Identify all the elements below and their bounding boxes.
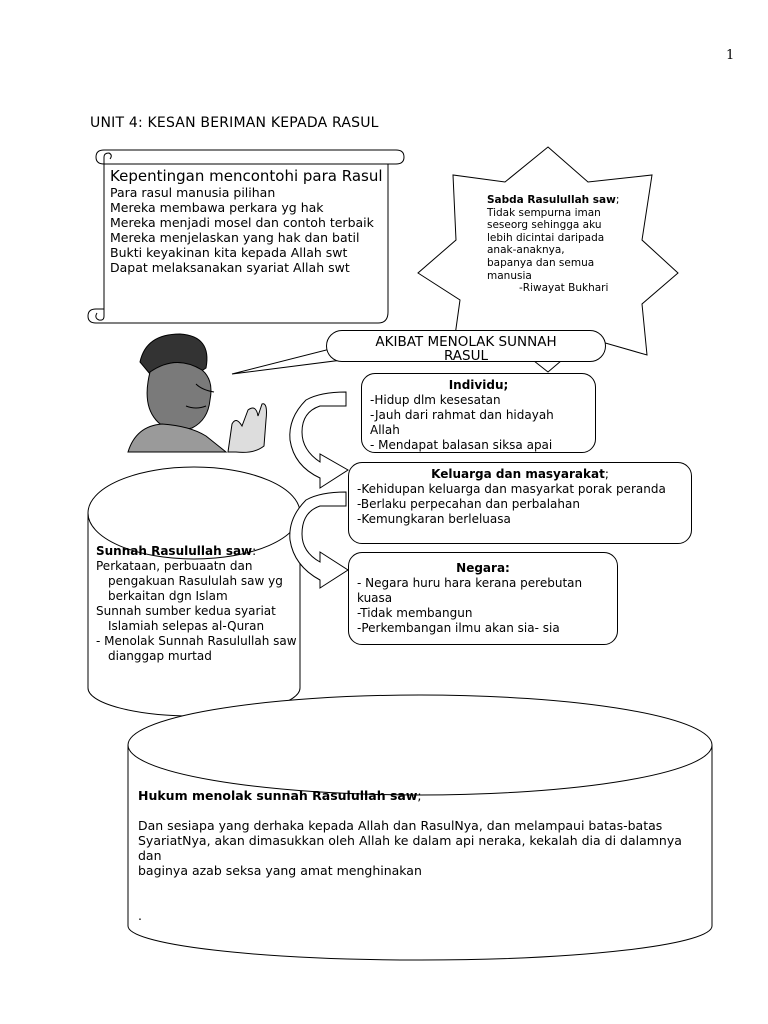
keluarga-heading-suffix: ; [604,467,609,481]
curved-arrows [289,391,349,589]
negara-line: - Negara huru hara kerana perebutan kuas… [357,576,583,605]
star-heading: Sabda Rasulullah saw [487,194,616,206]
sunnah-line: Perkataan, perbuaatn dan [96,559,253,573]
scroll-line: Mereka menjadi mosel dan contoh terbaik [110,215,374,230]
hukum-heading: Hukum menolak sunnah Rasulullah saw [138,788,418,803]
akibat-callout: AKIBAT MENOLAK SUNNAH RASUL [326,330,606,362]
hukum-body: Dan sesiapa yang derhaka kepada Allah da… [138,818,682,863]
scroll-shape [87,149,405,324]
star-shape [417,146,679,373]
star-line: Tidak sempurna iman [487,206,601,219]
sunnah-line: Islamiah selepas al-Quran [108,619,265,633]
hukum-content: Hukum menolak sunnah Rasulullah saw; Dan… [138,788,698,923]
akibat-line: AKIBAT MENOLAK SUNNAH [375,334,557,350]
callout-tail [231,345,343,375]
sunnah-content: Sunnah Rasulullah saw: Perkataan, perbua… [96,544,306,664]
sunnah-line: dianggap murtad [108,649,212,663]
individu-line: - Mendapat balasan siksa apai [370,438,553,452]
individu-box: Individu; -Hidup dlm kesesatan -Jauh dar… [361,373,596,453]
scroll-line: Bukti keyakinan kita kepada Allah swt [110,245,348,260]
star-source: -Riwayat Bukhari [519,282,609,295]
sunnah-line: - Menolak Sunnah Rasulullah saw [96,634,297,648]
negara-line: -Tidak membangun [357,606,473,620]
individu-line: -Hidup dlm kesesatan [370,393,501,407]
scroll-heading: Kepentingan mencontohi para Rasul [110,167,383,185]
star-line: seseorg sehingga aku [487,219,602,232]
star-line: lebih dicintai daripada [487,231,605,244]
star-line: anak-anaknya, [487,244,565,257]
negara-line: -Perkembangan ilmu akan sia- sia [357,621,560,635]
cylinder-sunnah [87,466,301,717]
keluarga-line: -Berlaku perpecahan dan perbalahan [357,497,580,511]
keluarga-line: -Kemungkaran berleluasa [357,512,511,526]
akibat-line: RASUL [443,348,489,362]
hukum-body-2: baginya azab seksa yang amat menghinakan [138,863,422,878]
scroll-line: Para rasul manusia pilihan [110,185,276,200]
hukum-heading-suffix: ; [417,788,422,803]
keluarga-heading: Keluarga dan masyarakat [431,467,605,481]
scroll-line: Mereka menjelaskan yang hak dan batil [110,230,360,245]
sunnah-heading: Sunnah Rasulullah saw [96,544,253,558]
star-heading-suffix: ; [615,194,620,206]
man-praying-icon [127,333,267,453]
cylinder-hukum [127,694,713,961]
keluarga-line: -Kehidupan keluarga dan masyarkat porak … [357,482,666,496]
negara-heading: Negara: [456,561,510,575]
scroll-line: Mereka membawa perkara yg hak [110,200,324,215]
star-content: Sabda Rasulullah saw; Tidak sempurna ima… [487,194,627,295]
star-line: manusia [487,269,532,282]
individu-line: -Jauh dari rahmat dan hidayah Allah [370,408,554,437]
keluarga-box: Keluarga dan masyarakat; -Kehidupan kelu… [348,462,692,544]
page-title: UNIT 4: KESAN BERIMAN KEPADA RASUL [90,115,379,131]
sunnah-line: Sunnah sumber kedua syariat [96,604,276,618]
negara-box: Negara: - Negara huru hara kerana perebu… [348,552,618,645]
sunnah-heading-suffix: : [252,544,257,558]
scroll-content: Kepentingan mencontohi para Rasul Para r… [110,167,392,276]
sunnah-line: berkaitan dgn Islam [108,589,228,603]
star-line: bapanya dan semua [487,256,595,269]
sunnah-line: pengakuan Rasululah saw yg [108,574,283,588]
individu-heading: Individu; [448,378,509,392]
page-number: 1 [726,48,735,63]
hukum-end: . [138,908,142,923]
scroll-line: Dapat melaksanakan syariat Allah swt [110,260,350,275]
